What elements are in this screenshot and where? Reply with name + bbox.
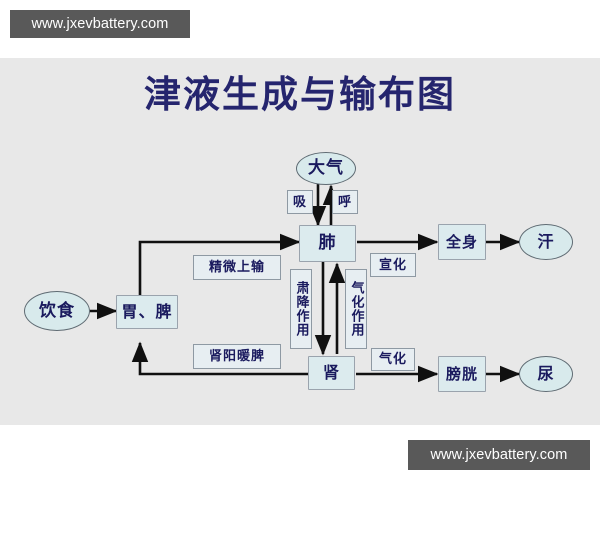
- node-kidney-label: 肾: [322, 363, 340, 382]
- node-air[interactable]: 大气: [296, 152, 356, 185]
- watermark-bottom: www.jxevbattery.com: [408, 440, 590, 470]
- edge-label-kidney-yang-warms: 肾阳暖脾: [193, 344, 281, 369]
- node-lung-label: 肺: [318, 233, 337, 253]
- node-bladder[interactable]: 膀胱: [438, 356, 486, 392]
- node-sweat[interactable]: 汗: [519, 224, 573, 260]
- node-urine-label: 尿: [537, 364, 555, 383]
- edge-label-qi-transform-kidney-text: 气化: [378, 352, 407, 367]
- node-sweat-label: 汗: [537, 232, 555, 251]
- edge-label-diffusion-text: 宣化: [378, 257, 407, 273]
- node-urine[interactable]: 尿: [519, 356, 573, 392]
- node-bladder-label: 膀胱: [445, 364, 478, 383]
- page-title: 津液生成与输布图: [144, 72, 456, 116]
- edge-label-essence-upward-text: 精微上输: [208, 260, 265, 275]
- edge-label-qi-transform-lung: 气化作用: [345, 269, 367, 349]
- edge-label-exhale: 呼: [332, 190, 358, 214]
- edge-label-qi-transform-lung-text: 气化作用: [348, 281, 364, 337]
- edge-label-essence-upward: 精微上输: [193, 255, 281, 280]
- node-whole-body[interactable]: 全身: [438, 224, 486, 260]
- edge-label-descending-text: 肃降作用: [293, 281, 309, 337]
- edge-label-kidney-yang-warms-text: 肾阳暖脾: [208, 349, 265, 364]
- node-diet[interactable]: 饮食: [24, 291, 90, 331]
- edge-label-inhale-text: 吸: [292, 194, 307, 210]
- diagram-panel: 津液生成与输布图: [0, 58, 600, 425]
- node-stomach-spleen[interactable]: 胃、脾: [116, 295, 178, 329]
- edge-label-qi-transform-kidney: 气化: [371, 348, 415, 371]
- watermark-top: www.jxevbattery.com: [10, 10, 190, 38]
- node-lung[interactable]: 肺: [299, 225, 356, 262]
- edge-label-descending: 肃降作用: [290, 269, 312, 349]
- node-kidney[interactable]: 肾: [308, 356, 355, 390]
- node-stomach-spleen-label: 胃、脾: [121, 302, 173, 321]
- node-whole-body-label: 全身: [445, 232, 478, 251]
- edge-label-diffusion: 宣化: [370, 253, 416, 277]
- node-air-label: 大气: [308, 158, 344, 178]
- edge-label-inhale: 吸: [287, 190, 313, 214]
- edge-label-exhale-text: 呼: [337, 194, 352, 210]
- screenshot-root: 津液生成与输布图: [0, 10, 600, 470]
- node-diet-label: 饮食: [39, 300, 75, 321]
